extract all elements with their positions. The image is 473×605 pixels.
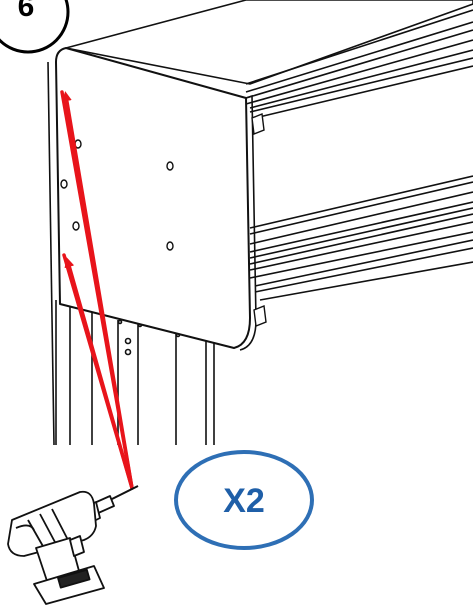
quantity-label: X2: [223, 482, 265, 520]
end-cap-plate: [55, 47, 267, 351]
upper-rail: [65, 0, 473, 119]
cordless-drill-icon: [7, 485, 139, 605]
lower-rail: [249, 175, 473, 301]
vertical-slats: [55, 300, 215, 445]
step-number: 6: [18, 0, 35, 23]
quantity-badge: X2: [174, 450, 314, 550]
red-arrow-icon: [60, 90, 134, 490]
step-badge: 6: [0, 0, 70, 54]
